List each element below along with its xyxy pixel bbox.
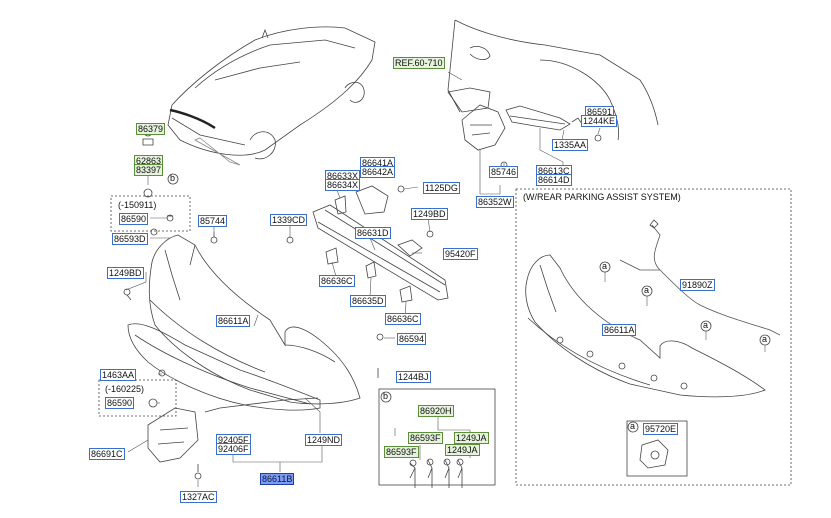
part-label-86611B-selected[interactable]: 86611B bbox=[260, 473, 295, 485]
part-label-95420F[interactable]: 95420F bbox=[443, 248, 478, 260]
callout-a-detail: a bbox=[630, 421, 636, 431]
part-label-91890Z[interactable]: 91890Z bbox=[680, 279, 715, 291]
date-note-150911: (-150911) bbox=[118, 200, 157, 210]
assist-bumper-illustration bbox=[525, 254, 766, 398]
part-label-1339CD[interactable]: 1339CD bbox=[270, 214, 308, 226]
part-label-86636C-lower[interactable]: 86636C bbox=[385, 313, 421, 325]
part-label-85744[interactable]: 85744 bbox=[198, 215, 228, 227]
date-note-160225: (-160225) bbox=[105, 384, 145, 394]
bumper-cover-illustration bbox=[148, 234, 361, 405]
part-label-86611A-assist[interactable]: 86611A bbox=[602, 324, 637, 336]
part-label-83397[interactable]: 83397 bbox=[134, 164, 164, 176]
part-label-95720E[interactable]: 95720E bbox=[643, 423, 679, 435]
part-label-86920H[interactable]: 86920H bbox=[418, 405, 454, 417]
part-label-1463AA[interactable]: 1463AA bbox=[100, 369, 137, 381]
callout-a-2: a bbox=[644, 285, 650, 295]
part-label-86691C[interactable]: 86691C bbox=[89, 448, 125, 460]
vehicle-illustration bbox=[167, 26, 376, 160]
part-label-86590-upper[interactable]: 86590 bbox=[119, 213, 149, 225]
part-label-86636C-upper[interactable]: 86636C bbox=[319, 275, 355, 287]
part-label-1335AA[interactable]: 1335AA bbox=[552, 139, 589, 151]
part-label-86590-lower[interactable]: 86590 bbox=[105, 397, 135, 409]
part-label-86642A[interactable]: 86642A bbox=[360, 166, 396, 178]
part-label-1249BD-left[interactable]: 1249BD bbox=[107, 267, 144, 279]
part-label-1249ND[interactable]: 1249ND bbox=[305, 434, 343, 446]
part-label-1249BD-right[interactable]: 1249BD bbox=[411, 208, 448, 220]
callout-b-main: b bbox=[170, 173, 176, 183]
part-label-1125DG[interactable]: 1125DG bbox=[423, 182, 460, 194]
part-label-86593D[interactable]: 86593D bbox=[112, 233, 148, 245]
part-label-1249JA-upper[interactable]: 1249JA bbox=[454, 432, 489, 444]
part-label-86634X[interactable]: 86634X bbox=[325, 179, 361, 191]
part-label-86614D[interactable]: 86614D bbox=[536, 174, 572, 186]
callout-b-detail: b bbox=[383, 391, 389, 401]
callout-a-1: a bbox=[602, 261, 608, 271]
part-label-86631D[interactable]: 86631D bbox=[355, 227, 391, 239]
part-label-86594[interactable]: 86594 bbox=[397, 333, 427, 345]
callout-a-4: a bbox=[762, 334, 768, 344]
callout-a-3: a bbox=[703, 320, 709, 330]
part-label-86593F-lower[interactable]: 86593F bbox=[384, 446, 419, 458]
part-label-1244KE[interactable]: 1244KE bbox=[581, 115, 618, 127]
bumper-beam-illustration bbox=[312, 204, 449, 301]
part-label-86611A[interactable]: 86611A bbox=[216, 315, 251, 327]
part-label-86379[interactable]: 86379 bbox=[136, 123, 166, 135]
part-label-1249JA-lower[interactable]: 1249JA bbox=[445, 444, 480, 456]
part-label-1244BJ[interactable]: 1244BJ bbox=[396, 371, 431, 383]
part-label-86352W[interactable]: 86352W bbox=[476, 196, 514, 208]
assist-system-title: (W/REAR PARKING ASSIST SYSTEM) bbox=[523, 192, 681, 202]
quarter-panel-illustration bbox=[447, 19, 659, 141]
part-label-86593F-upper[interactable]: 86593F bbox=[408, 432, 443, 444]
reference-label-60-710[interactable]: REF.60-710 bbox=[393, 57, 445, 69]
part-label-1327AC[interactable]: 1327AC bbox=[180, 491, 217, 503]
part-label-92406F[interactable]: 92406F bbox=[216, 443, 251, 455]
part-label-85746[interactable]: 85746 bbox=[489, 166, 519, 178]
part-label-86635D[interactable]: 86635D bbox=[350, 295, 386, 307]
